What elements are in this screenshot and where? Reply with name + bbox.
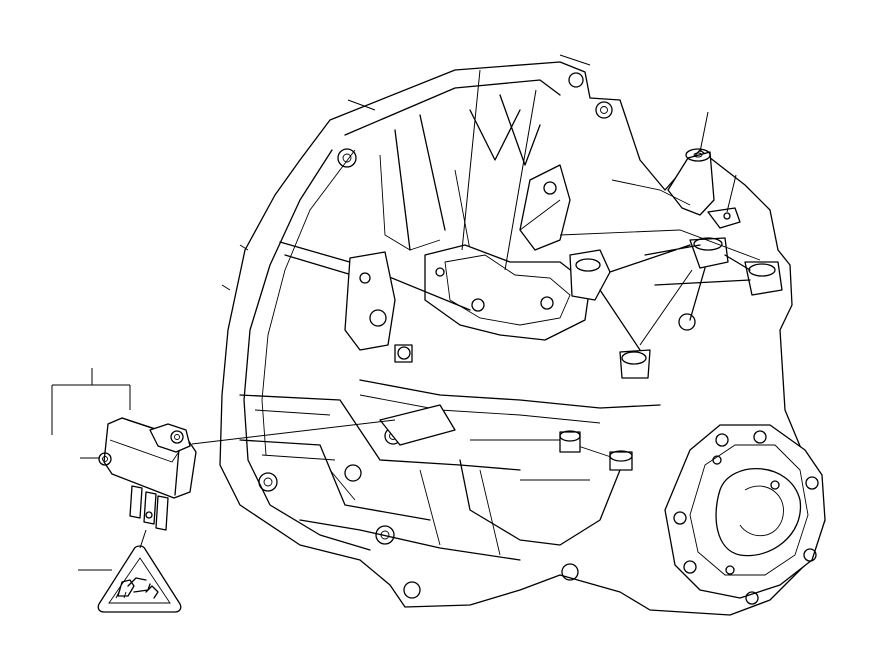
gearbox-housing bbox=[219, 54, 826, 616]
warning-triangle-icon bbox=[78, 545, 182, 613]
sensor-module bbox=[51, 368, 396, 549]
